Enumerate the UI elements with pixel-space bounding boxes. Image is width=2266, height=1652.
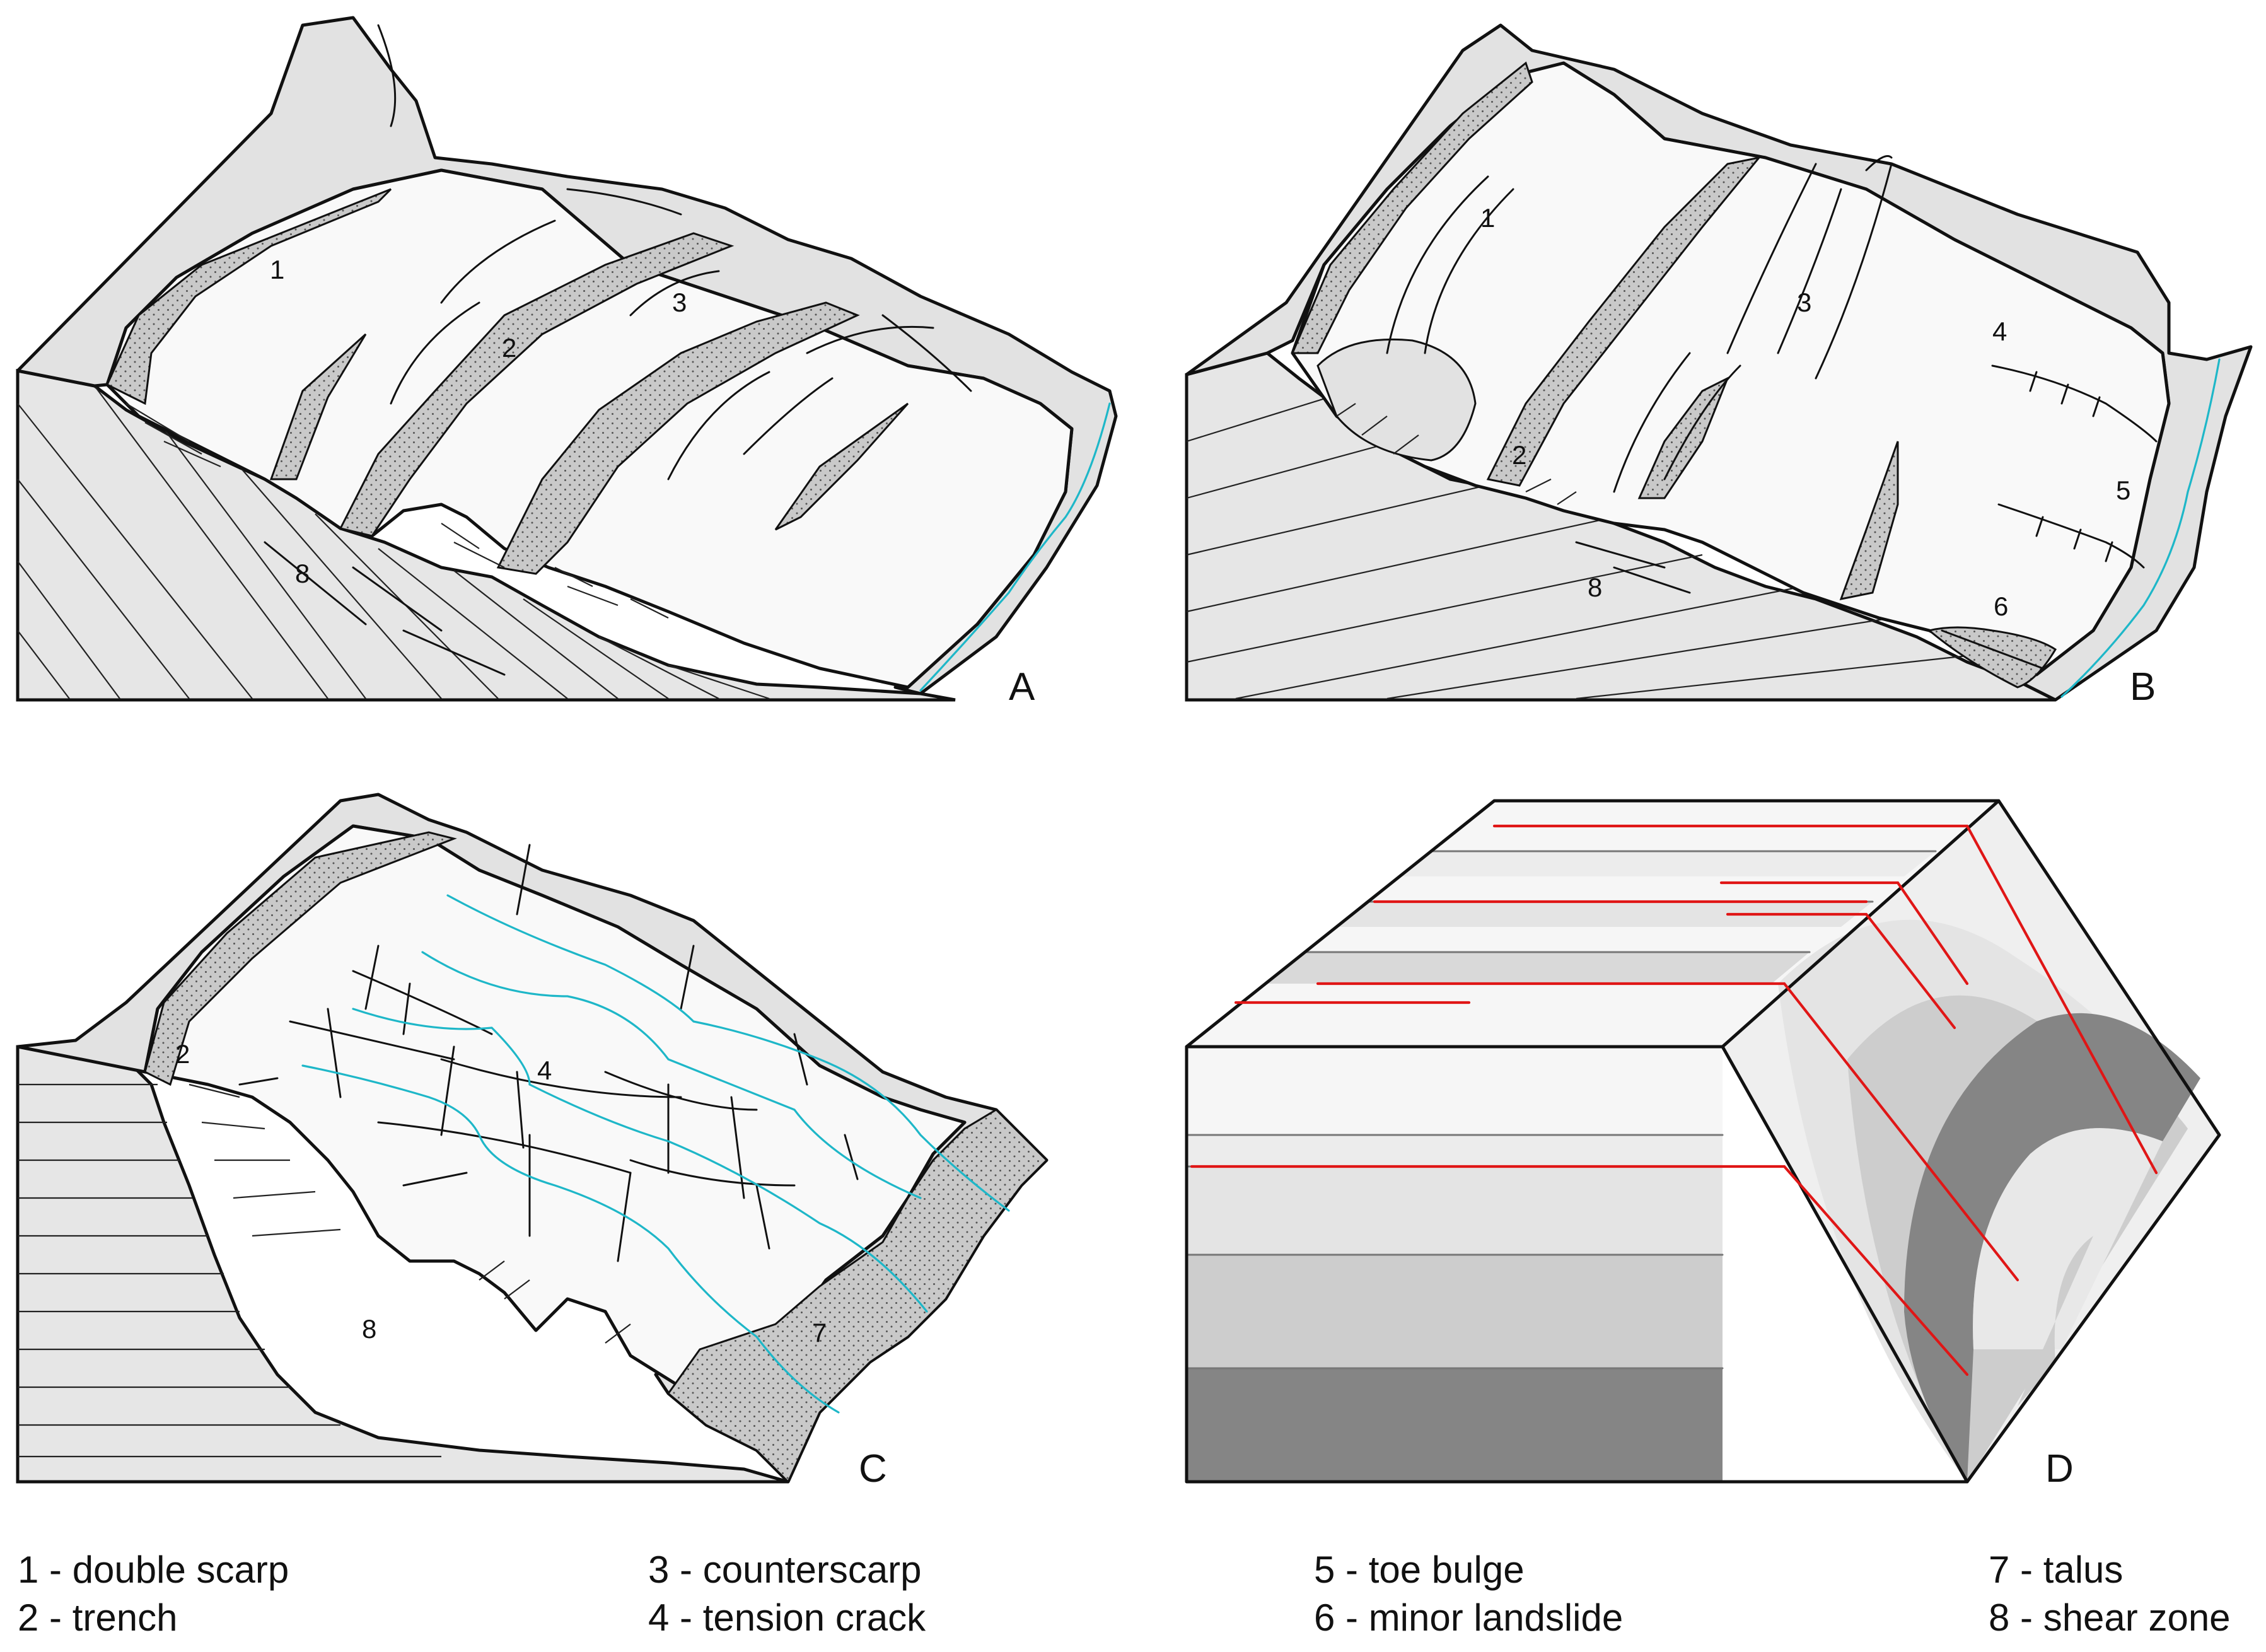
- panel-d-shear-planes: [1190, 824, 2158, 1376]
- legend-item-6: 6 - minor landslide: [1314, 1597, 1623, 1639]
- legend-item-3: 3 - counterscarp: [648, 1549, 922, 1591]
- panel-b-slope-surface: [1291, 61, 2171, 677]
- panel-d-curve-dark: [1904, 1013, 2200, 1482]
- panel-d-front-mid: [1187, 1255, 1723, 1368]
- legend-item-5: 5 - toe bulge: [1314, 1549, 1525, 1591]
- panel-a-shear-hatch: [125, 403, 669, 619]
- panel-b-trench-2: [1486, 156, 1762, 487]
- panel-b-trench-1: [1291, 61, 1533, 354]
- panel-a-bedding: [17, 385, 770, 700]
- panel-d-edge-2: [1721, 1045, 1969, 1484]
- panel-c-label-7: 7: [812, 1318, 827, 1347]
- panel-c-talus: [666, 1108, 1049, 1484]
- panel-c-shear-hatch: [189, 1083, 631, 1344]
- panel-c-bedding: [18, 1083, 441, 1458]
- panel-b-label-6: 6: [1994, 591, 2008, 621]
- panel-b-minor-block: [1316, 338, 1477, 462]
- legend-item-1: 1 - double scarp: [18, 1549, 289, 1591]
- panel-c-streams: [301, 894, 1010, 1414]
- panel-a-trench-3: [496, 301, 860, 575]
- legend-item-2: 2 - trench: [18, 1597, 177, 1639]
- panel-a: A 1 2 3 8: [16, 16, 1118, 709]
- panel-b-label-1: 1: [1480, 203, 1495, 233]
- panel-b: B 1 2 3 4 5 6 8: [1185, 23, 2253, 709]
- panel-c-trench: [144, 831, 457, 1086]
- panel-a-trench-2: [339, 232, 735, 537]
- panel-d-front-dark: [1187, 1368, 1723, 1482]
- panel-d-curve-inner: [1973, 1128, 2163, 1349]
- panel-d-top-band-1: [1400, 851, 1936, 876]
- legend-item-7: 7 - talus: [1989, 1549, 2123, 1591]
- panel-d-top-band-3: [1267, 952, 1810, 984]
- legend-item-8: 8 - shear zone: [1989, 1597, 2231, 1639]
- legend-item-4: 4 - tension crack: [648, 1597, 926, 1639]
- panel-a-crack-lens-2: [269, 333, 367, 480]
- panel-a-label-1: 1: [270, 255, 284, 284]
- panel-b-cracks: [1386, 155, 2044, 670]
- panel-a-label-2: 2: [502, 333, 516, 363]
- panel-c-letter: C: [859, 1447, 887, 1491]
- panel-a-letter: A: [1009, 665, 1035, 709]
- panel-c-slope-surface: [143, 824, 967, 1389]
- panel-d-front-light-1: [1187, 1135, 1723, 1166]
- panel-d-front-white: [1187, 1047, 1723, 1135]
- panel-d-curve-core: [2018, 1236, 2093, 1406]
- panel-b-letter: B: [2130, 665, 2156, 709]
- panel-b-label-5: 5: [2116, 475, 2130, 505]
- panel-b-toe-lens: [1927, 626, 2057, 689]
- panel-a-cracks: [264, 24, 972, 676]
- panel-b-tension-cracks: [1991, 364, 2158, 569]
- panel-d-front-light-2: [1187, 1166, 1723, 1255]
- panel-b-label-4: 4: [1992, 317, 2007, 346]
- panel-b-shear-hatch: [1336, 403, 1577, 505]
- panel-c: C 2 4 7 8: [16, 793, 1049, 1491]
- panel-b-stream: [2060, 358, 2221, 698]
- panel-b-label-2: 2: [1512, 440, 1526, 470]
- panel-d-block-outline: [1185, 799, 2221, 1484]
- panel-b-label-8: 8: [1588, 573, 1602, 602]
- legend: 1 - double scarp 2 - trench 3 - counters…: [18, 1549, 2231, 1639]
- panel-c-crack-network: [238, 844, 859, 1262]
- panel-b-trench-4: [1839, 441, 1899, 600]
- panel-c-label-4: 4: [537, 1056, 552, 1085]
- panel-c-label-2: 2: [175, 1039, 190, 1069]
- panel-b-bedding: [1186, 390, 1968, 700]
- panel-a-crack-lens: [774, 402, 909, 531]
- panel-a-trench-1: [106, 188, 392, 405]
- panel-b-label-3: 3: [1797, 288, 1811, 317]
- panel-d-letter: D: [2045, 1447, 2074, 1491]
- panel-a-label-8: 8: [295, 559, 310, 588]
- panel-c-label-8: 8: [362, 1314, 376, 1344]
- panel-a-label-3: 3: [672, 288, 687, 317]
- panel-d-top-band-2: [1337, 902, 1873, 927]
- panel-c-section: [16, 1042, 789, 1484]
- panel-a-stream: [919, 402, 1111, 692]
- panel-d: D: [1185, 799, 2221, 1491]
